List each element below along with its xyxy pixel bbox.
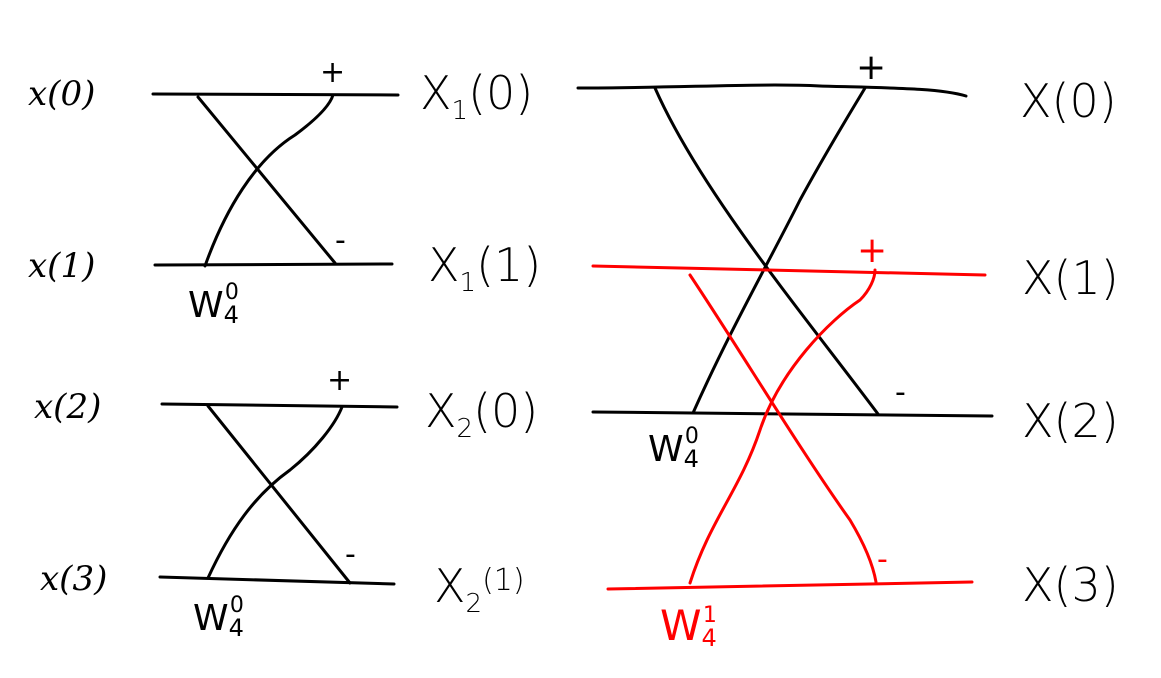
- minus-sign: -: [335, 223, 346, 258]
- wire-x1: [153, 262, 394, 267]
- twiddle-sup: 0: [224, 280, 239, 305]
- twiddle-sup: 0: [684, 424, 699, 449]
- cross-x0-to-x1: [196, 95, 337, 265]
- twiddle-factor: W41: [660, 603, 717, 652]
- cross-X2-1-to-X1-1: [688, 268, 877, 585]
- twiddle-sup: 0: [229, 593, 244, 618]
- stage1-output: X2(0): [425, 388, 538, 442]
- minus-sign: -: [345, 537, 356, 572]
- twiddle-factor: W40: [648, 424, 699, 473]
- stage1-output-sub: 2: [456, 414, 474, 445]
- input-label: x(1): [28, 246, 96, 286]
- wire-X1-1: [591, 264, 987, 277]
- twiddle-base: W: [188, 285, 224, 326]
- stage1-output-base: X: [420, 66, 452, 120]
- plus-sign: +: [320, 55, 346, 90]
- final-output: X(1): [1022, 251, 1119, 305]
- stage1-output-sub: 2: [465, 589, 483, 620]
- stage1-output: X1(1): [428, 242, 541, 296]
- plus-sign: +: [856, 47, 887, 88]
- final-output: X(0): [1020, 74, 1117, 128]
- twiddle-sup: 1: [702, 603, 717, 628]
- input-label: x(0): [28, 74, 96, 114]
- wire-X2-1: [606, 580, 974, 591]
- twiddle-sub: 4: [223, 301, 239, 329]
- plus-sign: +: [327, 363, 353, 398]
- stage1-output-arg: (0): [468, 66, 534, 120]
- stage1-output-sub: 1: [459, 268, 477, 299]
- cross-X1-0-to-X2-0: [653, 86, 880, 416]
- final-output: X(3): [1022, 558, 1119, 612]
- wire-X1-0: [576, 83, 968, 98]
- twiddle-sub: 4: [228, 614, 244, 642]
- plus-sign: +: [857, 230, 888, 271]
- twiddle-sub: 4: [701, 624, 717, 652]
- final-output: X(2): [1022, 394, 1119, 448]
- stage1-output-base: X: [425, 384, 457, 438]
- input-label: x(3): [40, 559, 108, 599]
- stage1-output-arg: (1): [482, 563, 525, 598]
- cross-X2-0-to-X1-0: [691, 86, 867, 415]
- cross-X1-1-to-X2-1: [688, 273, 878, 584]
- stage1-output-arg: (0): [473, 384, 539, 438]
- wire-x0: [151, 92, 400, 97]
- minus-sign: -: [877, 542, 888, 577]
- minus-sign: -: [895, 375, 906, 410]
- cross-x3-to-x2: [206, 405, 344, 580]
- cross-x1-to-x0: [203, 93, 335, 268]
- wire-x2: [160, 402, 399, 409]
- twiddle-factor: W40: [188, 280, 239, 329]
- twiddle-factor: W40: [193, 593, 244, 642]
- stage1-output-base: X: [434, 559, 466, 613]
- stage1-output: X2(1): [434, 563, 525, 617]
- input-label: x(2): [34, 387, 102, 427]
- twiddle-base: W: [648, 429, 684, 470]
- stage1-output-arg: (1): [476, 238, 542, 292]
- stage1-output-sub: 1: [451, 96, 469, 127]
- stage1-output: X1(0): [420, 70, 533, 124]
- wire-X2-0: [591, 410, 994, 418]
- twiddle-sub: 4: [683, 445, 699, 473]
- stage1-output-base: X: [428, 238, 460, 292]
- wire-x3: [158, 575, 396, 586]
- cross-x2-to-x3: [206, 404, 352, 585]
- twiddle-base: W: [660, 601, 702, 650]
- twiddle-base: W: [193, 598, 229, 639]
